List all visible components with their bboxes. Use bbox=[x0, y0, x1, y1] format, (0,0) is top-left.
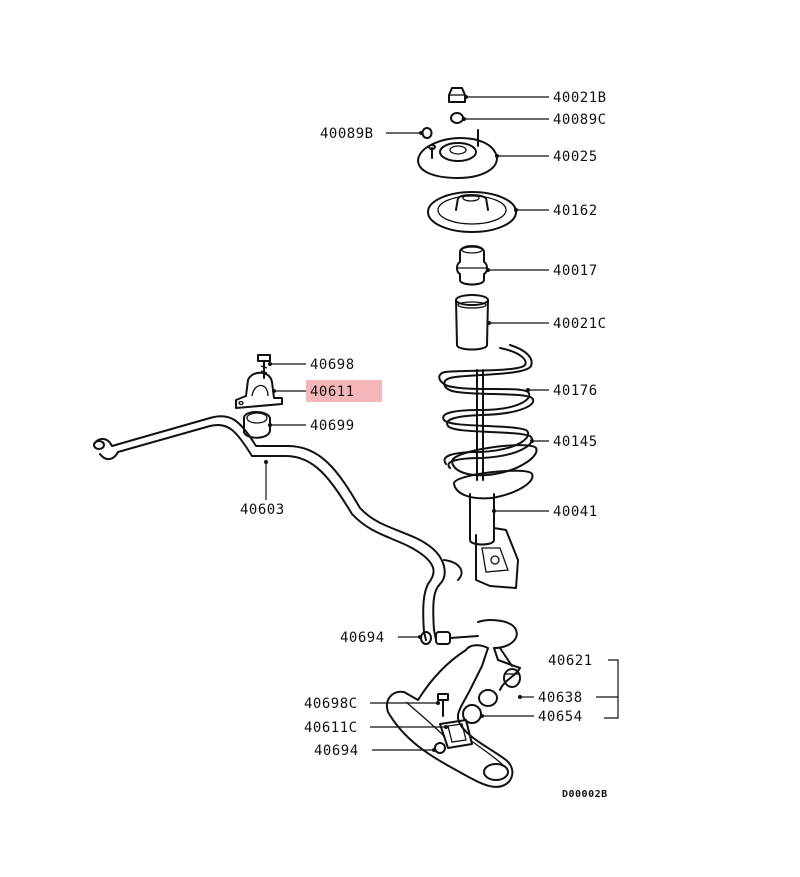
label-40698c[interactable]: 40698C bbox=[304, 696, 358, 712]
label-40089c[interactable]: 40089C bbox=[553, 112, 607, 128]
label-40041[interactable]: 40041 bbox=[553, 504, 598, 520]
label-40694-upper[interactable]: 40694 bbox=[340, 630, 385, 646]
lower-arm-bushing-b bbox=[462, 704, 482, 724]
label-40699[interactable]: 40699 bbox=[310, 418, 355, 434]
strut-dust-cover bbox=[455, 294, 489, 351]
label-40176[interactable]: 40176 bbox=[553, 383, 598, 399]
bracket-bolt bbox=[257, 354, 271, 379]
strut-washer bbox=[450, 112, 464, 124]
stabilizer-bar bbox=[93, 415, 463, 641]
coil-spring bbox=[438, 344, 535, 469]
strut-top-nut bbox=[448, 87, 466, 103]
bump-stopper bbox=[456, 245, 488, 286]
highlight-40611 bbox=[306, 380, 382, 402]
lower-stabilizer-bracket bbox=[439, 719, 473, 749]
mount-nut bbox=[421, 127, 433, 139]
label-40021b[interactable]: 40021B bbox=[553, 90, 607, 106]
lower-arm-bushing-a bbox=[478, 689, 498, 707]
upper-spring-seat bbox=[427, 191, 517, 233]
label-40621[interactable]: 40621 bbox=[548, 653, 593, 669]
label-40698[interactable]: 40698 bbox=[310, 357, 355, 373]
label-40611c[interactable]: 40611C bbox=[304, 720, 358, 736]
ball-joint bbox=[499, 647, 521, 688]
drawing-reference: D00002B bbox=[562, 789, 608, 800]
label-40694-lower[interactable]: 40694 bbox=[314, 743, 359, 759]
label-40145[interactable]: 40145 bbox=[553, 434, 598, 450]
label-40638[interactable]: 40638 bbox=[538, 690, 583, 706]
label-40025[interactable]: 40025 bbox=[553, 149, 598, 165]
lower-nut bbox=[434, 742, 446, 754]
label-40089b[interactable]: 40089B bbox=[320, 126, 374, 142]
lower-arm bbox=[386, 619, 521, 788]
label-40611[interactable]: 40611 bbox=[310, 384, 355, 400]
label-40162[interactable]: 40162 bbox=[553, 203, 598, 219]
strut-mount-insulator bbox=[417, 129, 498, 179]
stabilizer-bracket bbox=[235, 371, 283, 409]
label-40017[interactable]: 40017 bbox=[553, 263, 598, 279]
stabilizer-bushing bbox=[243, 411, 271, 439]
label-40654[interactable]: 40654 bbox=[538, 709, 583, 725]
leader-lines bbox=[264, 95, 619, 752]
lower-bracket-bolt bbox=[437, 693, 449, 717]
label-40021c[interactable]: 40021C bbox=[553, 316, 607, 332]
lower-spring-seat bbox=[451, 444, 538, 500]
strut-assembly bbox=[469, 369, 519, 589]
stabilizer-link bbox=[420, 631, 479, 645]
label-40603[interactable]: 40603 bbox=[240, 502, 285, 518]
